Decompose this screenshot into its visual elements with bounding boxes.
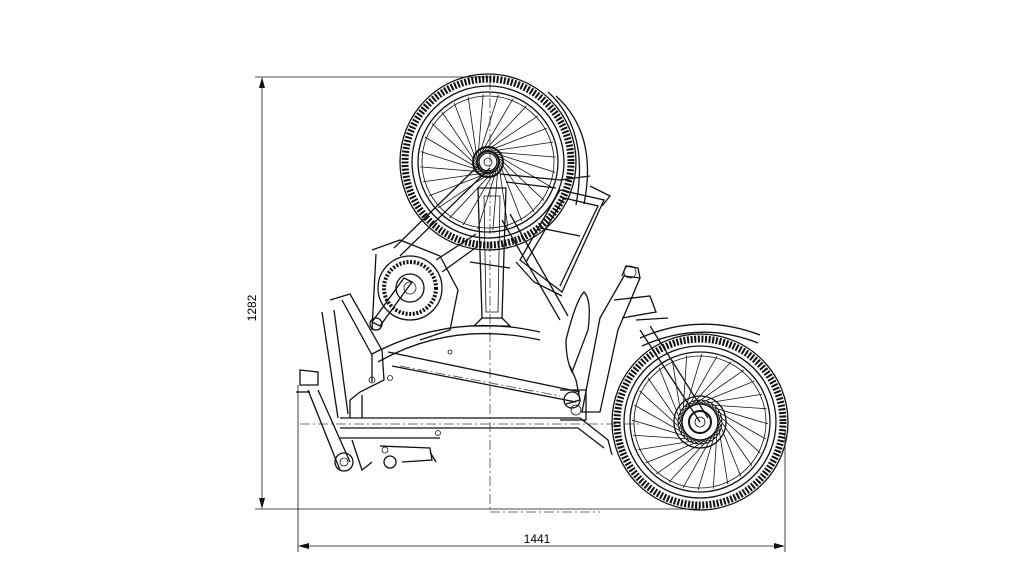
wheel-spoke	[655, 428, 722, 475]
wheel-spoke	[647, 377, 694, 444]
wheel-spoke	[692, 400, 769, 425]
wheel-spoke	[480, 141, 554, 154]
wheel-spoke	[681, 355, 688, 434]
wheel-spoke	[671, 359, 686, 438]
wheel-spoke	[422, 170, 496, 183]
wheel-spoke	[668, 423, 723, 483]
crankset	[369, 239, 459, 341]
stowed-rear-wheel	[399, 73, 589, 251]
front-wheel	[611, 323, 789, 511]
wheel-spoke	[677, 355, 718, 425]
wheel-spoke	[476, 105, 527, 160]
wheel-spoke	[449, 164, 500, 219]
wheel-spoke	[682, 419, 723, 489]
wheel-spoke	[485, 149, 556, 173]
wheel-spoke	[475, 98, 514, 163]
wheel-spoke	[645, 433, 719, 464]
wheel-spoke	[631, 419, 708, 444]
wheel-spoke	[712, 410, 719, 489]
wheel-spoke	[475, 94, 499, 165]
wheel-spoke	[476, 115, 539, 158]
wheel-spoke	[424, 136, 489, 175]
height-dimension-label: 1282	[245, 294, 259, 321]
wheel-spoke	[639, 390, 699, 445]
width-dimension-label: 1441	[524, 532, 551, 546]
frame	[296, 163, 709, 472]
wheel-spoke	[688, 403, 767, 410]
wheel-spoke	[492, 156, 500, 230]
wheel-spoke	[476, 94, 484, 168]
wheel-spoke	[633, 434, 712, 441]
wheel-spoke	[477, 159, 501, 230]
wheel-spoke	[697, 414, 722, 491]
height-dimension: 1282	[245, 76, 700, 510]
width-dimension: 1441	[297, 385, 786, 552]
wheel-spoke	[478, 127, 548, 155]
wheel-spoke	[431, 123, 486, 174]
wheel-spoke	[437, 166, 500, 209]
wheel-spoke	[487, 149, 552, 188]
wheel-spoke	[677, 361, 732, 421]
wheel-spoke	[462, 161, 501, 226]
wheel-spoke	[441, 111, 484, 174]
wheel-spoke	[658, 367, 689, 441]
wheel-spoke	[678, 353, 703, 430]
wheel-spoke	[482, 150, 556, 158]
wheel-spoke	[420, 151, 491, 175]
wheel-spoke	[633, 404, 703, 445]
wheel-spoke	[496, 154, 509, 228]
wheel-spoke	[706, 400, 753, 467]
wheel-spoke	[714, 406, 729, 485]
wheel-spoke	[420, 166, 494, 174]
wheel-spoke	[495, 152, 523, 222]
wheel-spoke	[684, 393, 763, 408]
wheel-spoke	[428, 169, 498, 197]
wheel-spoke	[637, 436, 716, 451]
wheel-spoke	[711, 403, 742, 477]
wheel-spoke	[492, 150, 535, 213]
wheel-spoke	[453, 102, 481, 172]
wheel-spoke	[681, 380, 755, 411]
wheel-spoke	[467, 96, 480, 170]
wheel-spoke	[697, 399, 767, 440]
wheel-spoke	[701, 399, 761, 454]
